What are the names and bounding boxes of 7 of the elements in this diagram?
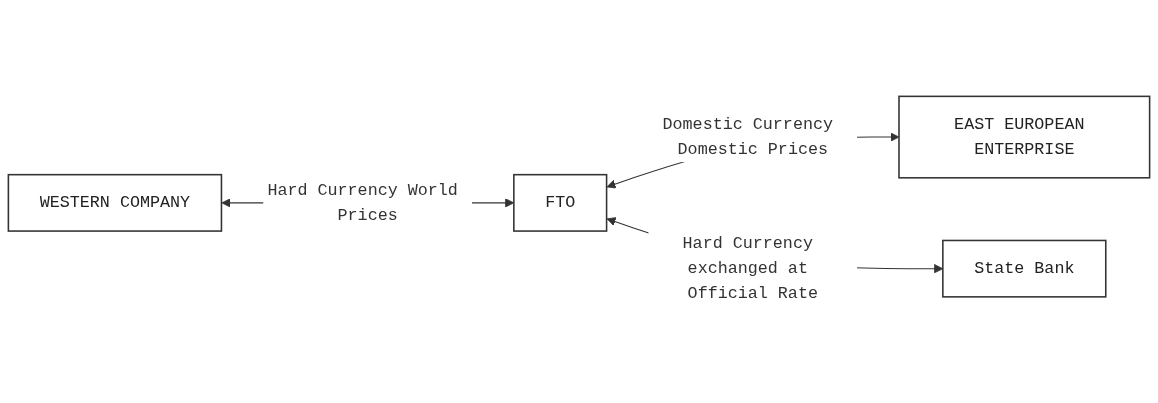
- edge-label: Domestic Currency Domestic Prices: [662, 115, 834, 160]
- edge-label: Hard Currency World Prices: [267, 181, 458, 225]
- node-box: State Bank: [942, 239, 1107, 298]
- node-box: WESTERN COMPANY: [7, 174, 223, 233]
- node-box: EAST EUROPEAN ENTERPRISE: [898, 95, 1151, 179]
- edge-label: Hard Currency exchanged at Official Rate: [682, 234, 818, 304]
- node-box: FTO: [513, 174, 608, 233]
